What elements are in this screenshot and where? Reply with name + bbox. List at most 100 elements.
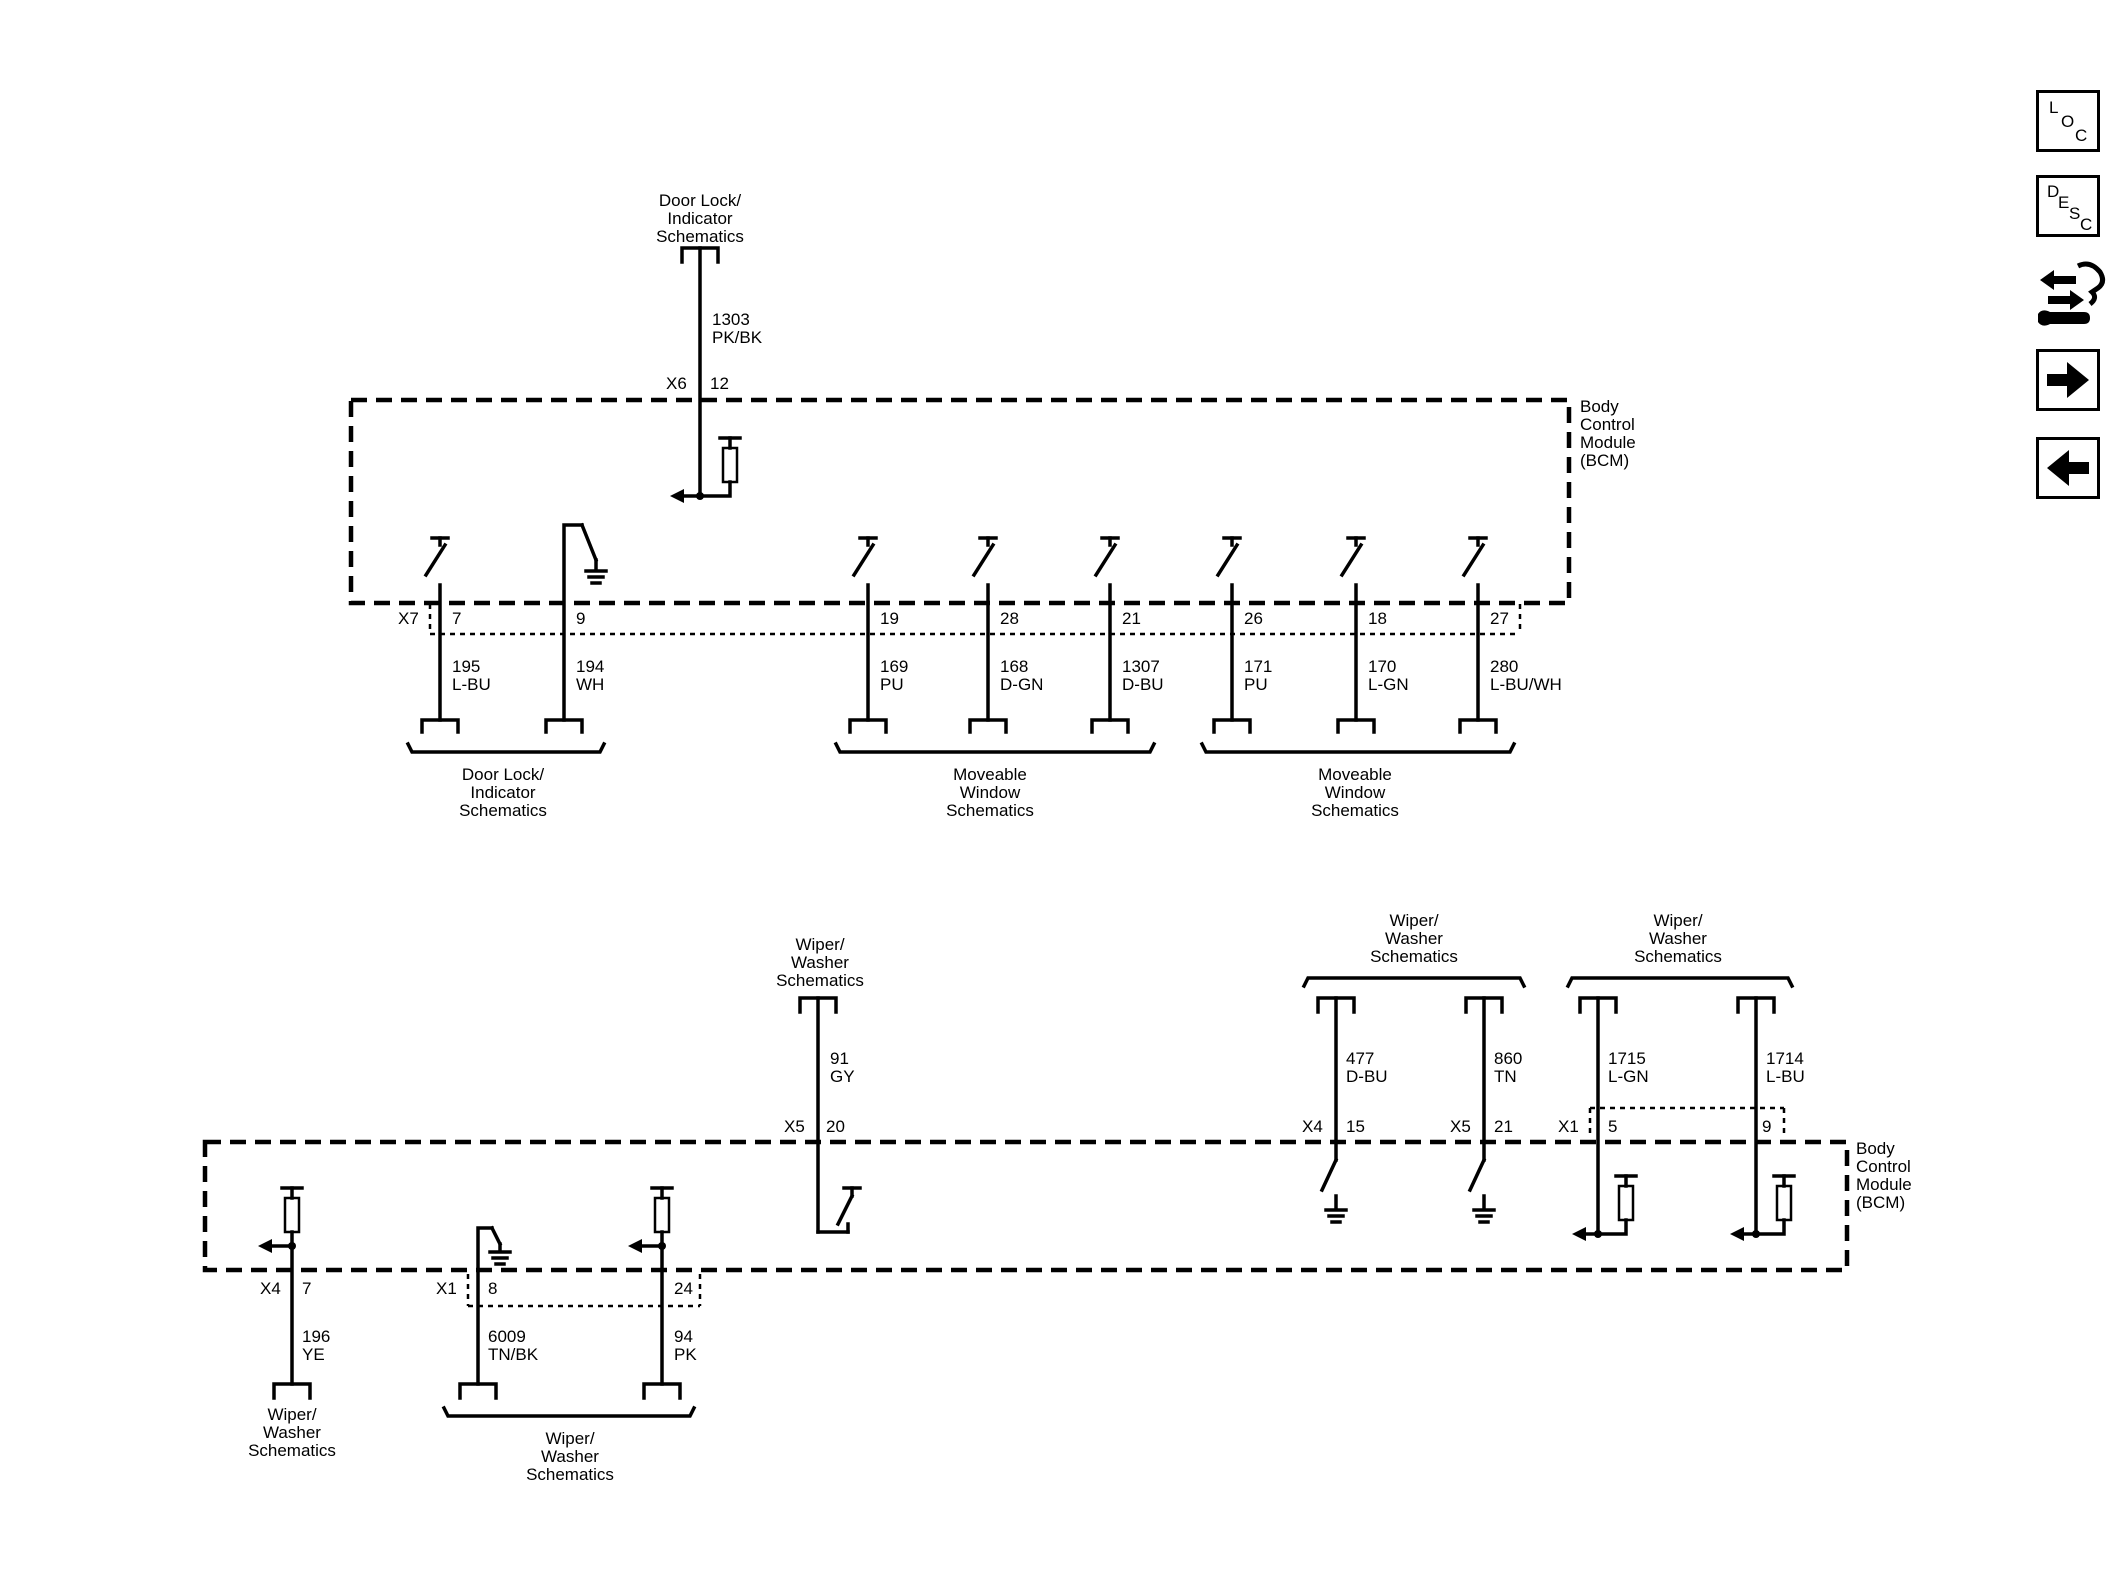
brace-window-2 [1199,741,1517,754]
bcm-bottom-line2: Control [1856,1157,1911,1176]
wire-171 [1212,536,1252,734]
color-196: YE [302,1345,325,1364]
location-button[interactable]: L O C [2036,90,2100,152]
wire-1307 [1090,536,1130,734]
right-group1-line3: Schematics [1370,947,1458,966]
left-ref-line2: Washer [263,1423,321,1442]
circuit-860: 860 [1494,1049,1522,1068]
x1-left-connector-label: X1 [436,1279,457,1298]
desc-letter-e: E [2058,193,2070,212]
wire-860 [1464,996,1504,1224]
bottom-section: Body Control Module (BCM) Wiper/ Washer … [202,911,1912,1484]
color-94: PK [674,1345,697,1364]
wire-280 [1458,536,1498,734]
circuit-196: 196 [302,1327,330,1346]
wire-477 [1316,996,1356,1224]
brace-right-group2 [1565,976,1795,989]
previous-page-button[interactable] [2036,437,2100,499]
loc-letter-l: L [2049,98,2059,117]
group-window2-line1: Moveable [1318,765,1392,784]
left-group-line3: Schematics [526,1465,614,1484]
color-1714: L-BU [1766,1067,1805,1086]
bcm-box-bottom [202,1139,1850,1273]
pin-15: 15 [1346,1117,1365,1136]
wire-1303-color: PK/BK [712,328,763,347]
group-window2-line3: Schematics [1311,801,1399,820]
top-ref-line1: Door Lock/ [659,191,741,210]
left-ref-line1: Wiper/ [267,1405,316,1424]
right-group1-line2: Washer [1385,929,1443,948]
desc-letter-s: S [2069,204,2081,223]
wire-169 [848,536,888,734]
pin-7-bottom: 7 [302,1279,311,1298]
color-91: GY [830,1067,855,1086]
left-group-line1: Wiper/ [545,1429,594,1448]
bcm-top-line1: Body [1580,397,1619,416]
brace-door-lock [405,741,607,754]
x4-left-connector-label: X4 [260,1279,281,1298]
right-group1-line1: Wiper/ [1389,911,1438,930]
circuit-91: 91 [830,1049,849,1068]
pin-18: 18 [1368,609,1387,628]
junction-1303 [696,492,704,500]
bcm-bottom-line1: Body [1856,1139,1895,1158]
connector-tool-button[interactable] [2036,256,2106,330]
circuit-1714: 1714 [1766,1049,1804,1068]
wiper-ref-top-line3: Schematics [776,971,864,990]
color-169: PU [880,675,904,694]
group-door-lock-line2: Indicator [470,783,536,802]
wire-91 [816,996,862,1234]
circuit-170: 170 [1368,657,1396,676]
pin-19: 19 [880,609,899,628]
next-page-button[interactable] [2036,349,2100,411]
bcm-bottom-line4: (BCM) [1856,1193,1905,1212]
color-6009: TN/BK [488,1345,539,1364]
pullup-1303-resistor [721,446,739,484]
color-168: D-GN [1000,675,1043,694]
pin-9: 9 [576,609,585,628]
circuit-280: 280 [1490,657,1518,676]
x5-connector-label: X5 [784,1117,805,1136]
color-195: L-BU [452,675,491,694]
pin-9-right: 9 [1762,1117,1771,1136]
circuit-168: 168 [1000,657,1028,676]
top-ref-line2: Indicator [667,209,733,228]
x7-connector-label: X7 [398,609,419,628]
wire-168 [968,536,1008,734]
wire-1303-circuit: 1303 [712,310,750,329]
group-window1-line1: Moveable [953,765,1027,784]
top-ref-line3: Schematics [656,227,744,246]
group-door-lock-line3: Schematics [459,801,547,820]
description-button[interactable]: D E S C [2036,175,2100,237]
left-group-line2: Washer [541,1447,599,1466]
right-group2-line2: Washer [1649,929,1707,948]
connector-tool-icon [2038,261,2106,326]
x1-right-connector-label: X1 [1558,1117,1579,1136]
color-171: PU [1244,675,1268,694]
loc-letter-o: O [2061,112,2075,131]
color-1307: D-BU [1122,675,1164,694]
brace-left-group [441,1405,697,1418]
wire-194 [544,522,608,734]
pin-7: 7 [452,609,461,628]
arrow-right-icon [2047,362,2089,398]
desc-letter-c: C [2080,215,2093,234]
color-194: WH [576,675,604,694]
color-477: D-BU [1346,1067,1388,1086]
group-window2-line2: Window [1325,783,1386,802]
bcm-top-line2: Control [1580,415,1635,434]
right-group2-line3: Schematics [1634,947,1722,966]
wire-94 [628,1186,682,1400]
right-group2-line1: Wiper/ [1653,911,1702,930]
arrow-left-icon [2047,450,2089,486]
circuit-477: 477 [1346,1049,1374,1068]
wiper-ref-top-line1: Wiper/ [795,935,844,954]
circuit-6009: 6009 [488,1327,526,1346]
x5-right-connector-label: X5 [1450,1117,1471,1136]
color-860: TN [1494,1067,1517,1086]
pin-27: 27 [1490,609,1509,628]
circuit-94: 94 [674,1327,693,1346]
wire-196 [258,1186,312,1400]
circuit-194: 194 [576,657,604,676]
